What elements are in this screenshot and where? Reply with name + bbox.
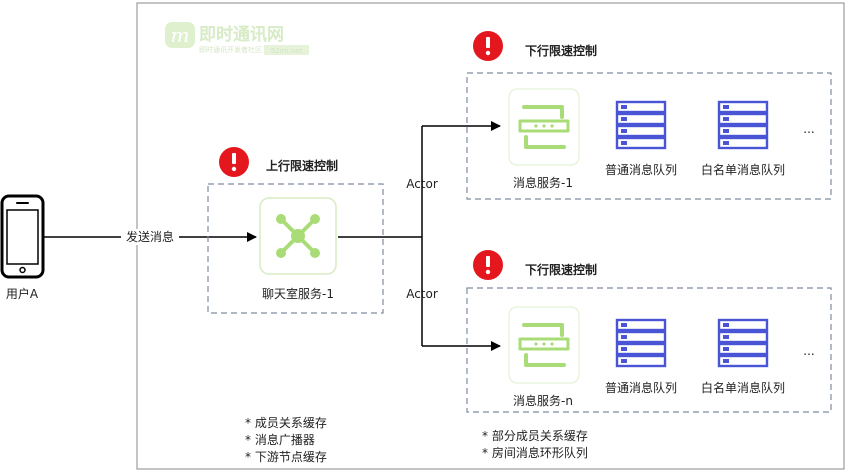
queue-icon-normal-1 xyxy=(615,100,667,150)
queue-label-whitelist-n: 白名单消息队列 xyxy=(701,380,785,395)
send-message-label-bg xyxy=(121,229,179,245)
alert-icon-downstream-1 xyxy=(473,31,503,61)
hub-network-icon xyxy=(259,197,337,275)
watermark-badge-bg xyxy=(264,45,309,55)
watermark-badge: 52im.net xyxy=(271,47,303,55)
phone-icon xyxy=(0,194,45,279)
chatroom-service-group xyxy=(207,183,384,314)
watermark-logo-mark xyxy=(165,22,195,48)
message-service-icon-n xyxy=(507,305,581,385)
actor-label-1: Actor xyxy=(406,177,438,191)
message-note-2: * 房间消息环形队列 xyxy=(482,445,588,460)
alert-icon-downstream-n xyxy=(473,250,503,280)
watermark-title: 即时通讯网 xyxy=(199,25,284,45)
queue-icon-whitelist-n xyxy=(717,318,769,368)
upstream-limit-title: 上行限速控制 xyxy=(266,158,338,173)
alert-icon-upstream xyxy=(219,147,249,177)
watermark-logo: m 即时通讯网 即时通讯开发者社区 52im.net xyxy=(165,22,309,55)
more-queues-n: ... xyxy=(803,344,814,358)
queue-icon-whitelist-1 xyxy=(717,100,769,150)
downstream-limit-title-1: 下行限速控制 xyxy=(525,43,597,58)
more-queues-1: ... xyxy=(803,122,814,136)
queue-label-normal-1: 普通消息队列 xyxy=(605,162,677,177)
message-service-group-1 xyxy=(466,72,832,200)
message-service-group-n xyxy=(466,287,832,413)
queue-label-whitelist-1: 白名单消息队列 xyxy=(701,162,785,177)
send-message-label: 发送消息 xyxy=(126,229,174,244)
message-service-icon-1 xyxy=(507,87,581,167)
message-service-label-1: 消息服务-1 xyxy=(513,175,573,190)
chatroom-note-2: * 消息广播器 xyxy=(245,432,315,447)
downstream-limit-title-n: 下行限速控制 xyxy=(525,262,597,277)
queue-icon-normal-n xyxy=(615,318,667,368)
actor-label-n: Actor xyxy=(406,287,438,301)
chatroom-service-label: 聊天室服务-1 xyxy=(262,286,334,301)
chatroom-note-3: * 下游节点缓存 xyxy=(245,450,327,464)
watermark-subtitle: 即时通讯开发者社区 xyxy=(199,45,262,54)
queue-label-normal-n: 普通消息队列 xyxy=(605,380,677,395)
chatroom-note-1: * 成员关系缓存 xyxy=(245,416,327,430)
user-label: 用户A xyxy=(6,286,39,301)
message-service-label-n: 消息服务-n xyxy=(513,393,573,408)
message-note-1: * 部分成员关系缓存 xyxy=(482,428,588,443)
watermark-logo-char: m xyxy=(171,23,190,47)
